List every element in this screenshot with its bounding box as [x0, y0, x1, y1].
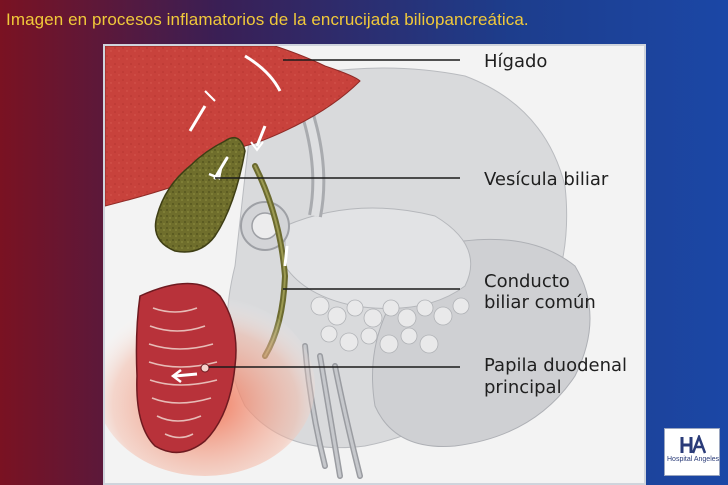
label-gallbladder: Vesícula biliar: [484, 169, 608, 191]
label-papilla-line2: principal: [484, 377, 562, 399]
hospital-logo-icon: [680, 435, 706, 455]
anatomy-figure: Hígado Vesícula biliar Conducto biliar c…: [103, 44, 646, 485]
slide-title: Imagen en procesos inflamatorios de la e…: [6, 10, 529, 30]
logo-name: Hospital Angeles: [667, 456, 719, 463]
hospital-logo: Hospital Angeles: [664, 428, 720, 476]
label-papilla-line1: Papila duodenal: [484, 355, 627, 377]
anatomy-illustration: [105, 46, 646, 485]
label-bile-duct-line1: Conducto: [484, 271, 570, 293]
label-bile-duct-line2: biliar común: [484, 292, 596, 314]
label-liver: Hígado: [484, 51, 547, 73]
